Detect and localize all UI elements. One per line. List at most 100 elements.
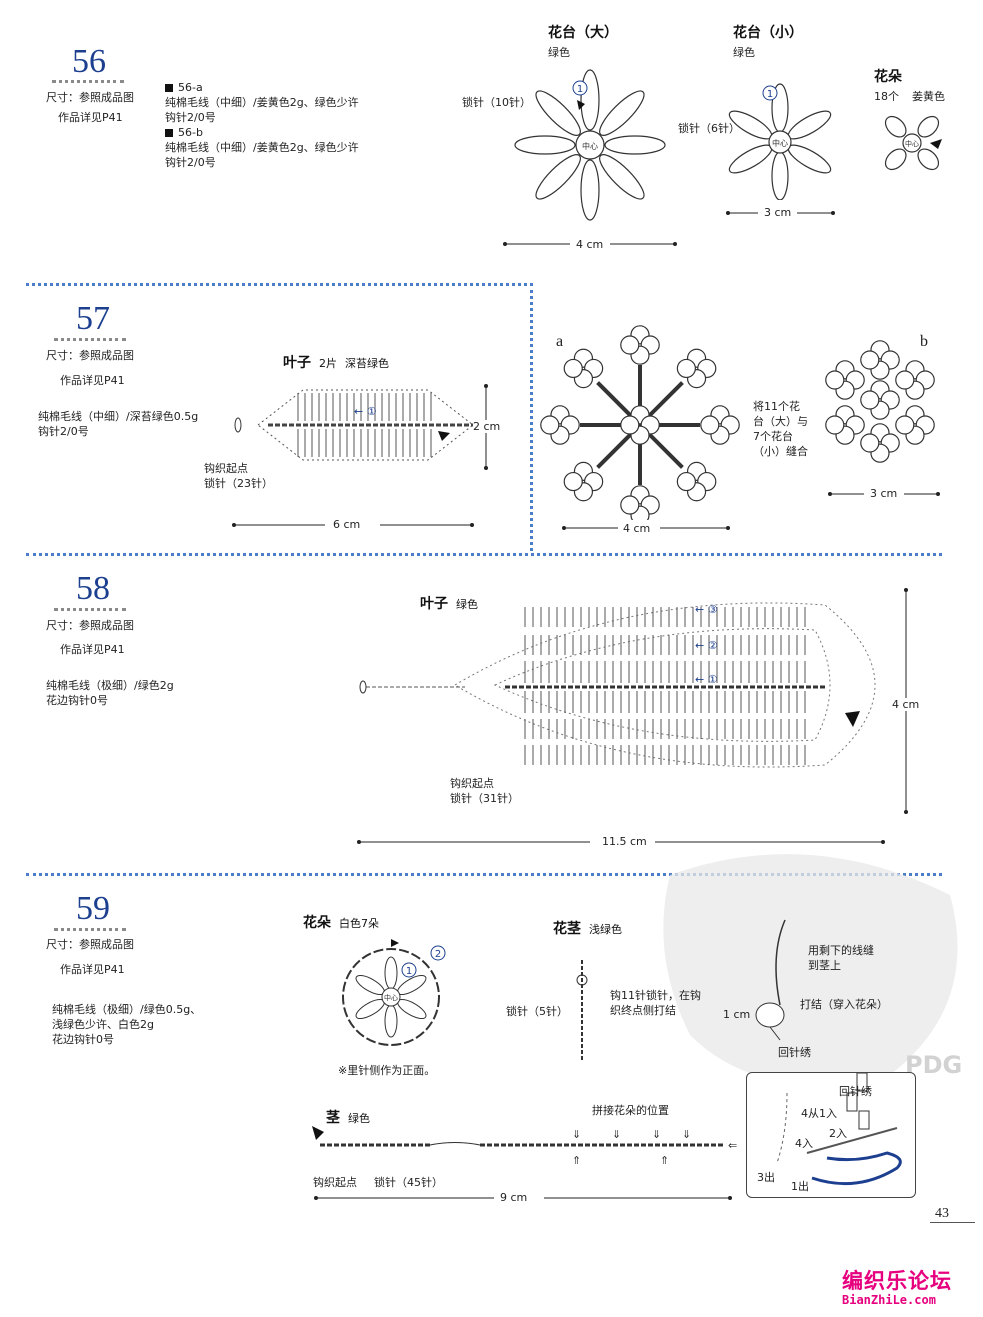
svg-text:← ③: ← ③ <box>695 603 718 616</box>
stem-title: 茎绿色 <box>326 1110 370 1126</box>
leaf58-chart: ← ③ ← ② ← ① <box>359 602 876 768</box>
assembly-a-dimension <box>562 526 730 530</box>
number-underline <box>54 338 126 345</box>
flower-color: 姜黄色 <box>912 90 945 103</box>
svg-text:⇓: ⇓ <box>612 1128 621 1141</box>
flower59-title: 花朵白色7朵 <box>303 915 379 931</box>
assembly-a-label: a <box>556 333 564 350</box>
leaf57-chain: 锁针（23针） <box>204 477 273 490</box>
size-note: 尺寸：参照成品图 <box>46 349 134 362</box>
stem-start: 钩织起点 <box>313 1176 357 1189</box>
leaf57-chart: ← ① <box>234 389 474 461</box>
svg-text:⇑: ⇑ <box>660 1154 669 1167</box>
brand-url[interactable]: BianZhiLe.com <box>842 1293 936 1307</box>
variant-a-hook: 钩针2/0号 <box>165 111 216 124</box>
big-base-chart: 1 中心 <box>514 69 666 221</box>
svg-text:⇓: ⇓ <box>682 1128 691 1141</box>
detail-ref: 作品详见P41 <box>58 111 123 124</box>
size-note: 尺寸：参照成品图 <box>46 938 134 951</box>
variant-b-hook: 钩针2/0号 <box>165 156 216 169</box>
assembly-knot: 打结（穿入花朵） <box>800 998 888 1011</box>
flower59-chart: 中心 1 2 <box>342 939 446 1046</box>
big-base-color: 绿色 <box>548 46 570 59</box>
row-marker: 1 <box>577 84 583 95</box>
stalk-chain: 锁针（5针） <box>506 1005 568 1018</box>
materials-59: 纯棉毛线（极细）/绿色0.5g、 浅绿色少许、白色2g 花边钩针0号 <box>52 1003 202 1046</box>
detail-ref: 作品详见P41 <box>60 963 125 976</box>
small-base-title: 花台（小） <box>733 25 803 41</box>
detail-ref: 作品详见P41 <box>60 374 125 387</box>
variant-a-title: 56-a <box>165 80 359 95</box>
pattern-number-58: 58 <box>76 570 110 607</box>
small-base-width: 3 cm <box>764 206 792 219</box>
small-base-chart: 1 中心 <box>728 83 832 200</box>
svg-text:← ②: ← ② <box>695 639 718 652</box>
page-number: 43 <box>935 1206 949 1221</box>
flower59-note: ※里针侧作为正面。 <box>338 1064 436 1077</box>
assembly-size: 1 cm <box>723 1008 751 1021</box>
leaf58-width: 11.5 cm <box>602 835 647 848</box>
stem-width-dimension <box>314 1196 732 1200</box>
assembly-b-chart <box>825 340 935 463</box>
assembly-instructions: 用剩下的线缝 到茎上 <box>808 944 874 972</box>
center-label: 中心 <box>582 141 598 151</box>
number-underline <box>54 608 126 615</box>
assembly-a-width: 4 cm <box>623 522 651 535</box>
leaf57-width: 6 cm <box>333 518 361 531</box>
backstitch-step3: 3出 <box>757 1171 775 1184</box>
assembly-a-chart <box>540 325 740 520</box>
detail-ref: 作品详见P41 <box>60 643 125 656</box>
section-divider-vertical <box>530 283 533 551</box>
variant-b-yarn: 纯棉毛线（中细）/姜黄色2g、绿色少许 <box>165 141 359 154</box>
pattern-number-59: 59 <box>76 890 110 927</box>
stalk-chart <box>576 960 588 1060</box>
assembly-b-width: 3 cm <box>870 487 898 500</box>
flower-count: 18个 <box>874 90 899 103</box>
svg-text:中心: 中心 <box>905 139 919 148</box>
square-bullet-icon <box>165 84 173 92</box>
svg-text:2: 2 <box>435 949 441 960</box>
svg-text:⇓: ⇓ <box>572 1128 581 1141</box>
big-base-width: 4 cm <box>576 238 604 251</box>
small-base-color: 绿色 <box>733 46 755 59</box>
big-base-chain: 锁针（10针） <box>462 96 531 109</box>
big-base-dimension <box>503 242 677 246</box>
variant-a-yarn: 纯棉毛线（中细）/姜黄色2g、绿色少许 <box>165 96 359 109</box>
svg-text:⇑: ⇑ <box>572 1154 581 1167</box>
stem-chain: 锁针（45针） <box>374 1176 443 1189</box>
section-divider <box>26 873 942 878</box>
small-base-chain: 锁针（6针） <box>678 122 740 135</box>
small-base-dimension <box>726 211 835 215</box>
square-bullet-icon <box>165 129 173 137</box>
page-number-rule <box>930 1222 975 1223</box>
number-underline <box>52 80 124 87</box>
svg-text:⇓: ⇓ <box>652 1128 661 1141</box>
svg-text:⇐: ⇐ <box>728 1139 737 1152</box>
svg-text:中心: 中心 <box>772 138 788 148</box>
materials-58: 纯棉毛线（极细）/绿色2g 花边钩针0号 <box>46 679 174 707</box>
stalk-assembly-chart <box>755 919 786 1041</box>
leaf58-chain: 锁针（31针） <box>450 792 519 805</box>
assembly-backstitch: 回针绣 <box>778 1046 811 1059</box>
svg-text:← ①: ← ① <box>695 673 718 686</box>
stalk-note: 钩11针锁针，在钩 织终点侧打结 <box>610 989 701 1017</box>
size-note: 尺寸：参照成品图 <box>46 91 134 104</box>
assembly-note-text: 将11个花台（大）与7个花台（小）缝合 <box>753 400 808 458</box>
assembly-b-dimension <box>828 492 940 496</box>
assembly-b-label: b <box>920 333 928 350</box>
stalk-title: 花茎浅绿色 <box>553 921 622 937</box>
backstitch-step2: 2入 <box>829 1127 847 1140</box>
flower-chart: 中心 <box>884 115 942 171</box>
leaf57-width-dimension <box>232 523 474 527</box>
leaf58-height: 4 cm <box>892 698 920 711</box>
section-divider <box>26 283 533 288</box>
svg-text:1: 1 <box>406 966 412 977</box>
backstitch-title: 回针绣 <box>839 1085 872 1098</box>
stem-join-note: 拼接花朵的位置 <box>592 1104 669 1117</box>
leaf58-width-dimension <box>357 840 885 844</box>
number-underline <box>54 928 126 935</box>
section-divider <box>26 553 942 558</box>
variant-b-title: 56-b <box>165 125 359 140</box>
pattern-number-57: 57 <box>76 300 110 337</box>
